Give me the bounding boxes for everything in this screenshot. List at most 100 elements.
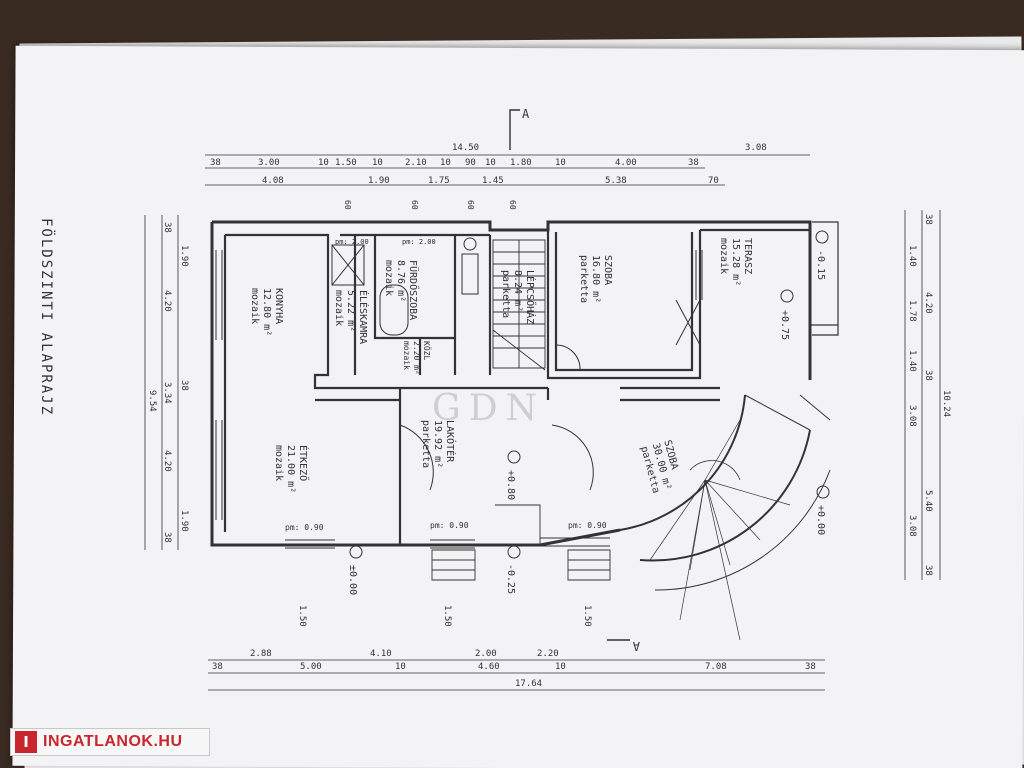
svg-text:1.50: 1.50 [335, 158, 357, 168]
svg-text:1.78: 1.78 [907, 300, 917, 322]
dims-top-row2: 4.08 1.90 1.75 1.45 5.38 70 [262, 176, 719, 186]
dims-top-row1: 38 3.00 10 1.50 10 2.10 10 90 10 1.80 10… [210, 158, 699, 168]
dims-entrances: 1.50 1.50 1.50 [297, 605, 592, 627]
svg-text:38: 38 [923, 565, 933, 576]
room-konyha: KONYHA 12.80 m² mozaik [249, 288, 284, 336]
svg-text:1.50: 1.50 [582, 605, 592, 627]
svg-text:2.10: 2.10 [405, 158, 427, 168]
svg-text:2.20 m²: 2.20 m² [412, 341, 421, 375]
room-kozl: KÖZL 2.20 m² mozaik [402, 341, 432, 375]
svg-text:10: 10 [440, 158, 451, 168]
level-lakoter: +0.80 [505, 470, 516, 500]
svg-text:38: 38 [923, 214, 933, 225]
dim-top-extra: 3.08 [745, 143, 767, 153]
dim-top-total: 14.50 [452, 143, 479, 153]
windows [215, 250, 703, 549]
window-note-2: pm: 0.90 [430, 521, 469, 530]
doors [399, 299, 701, 491]
svg-text:60: 60 [343, 200, 352, 210]
svg-text:mozaik: mozaik [273, 445, 284, 481]
svg-text:5.40: 5.40 [923, 490, 933, 512]
svg-text:1.50: 1.50 [297, 605, 307, 627]
ingatlanok-logo[interactable]: I INGATLANOK.HU [10, 728, 210, 756]
svg-text:2.88: 2.88 [250, 649, 272, 659]
svg-text:38: 38 [688, 158, 699, 168]
svg-text:10: 10 [555, 158, 566, 168]
window-note-1: pm: 0.90 [285, 523, 324, 532]
level-outside: ±0.00 [347, 565, 358, 595]
svg-text:KÖZL: KÖZL [422, 341, 432, 360]
svg-text:4.10: 4.10 [370, 649, 392, 659]
room-lepcsohaz: LÉPCSŐHÁZ 8.24 m² parketta [500, 270, 538, 324]
svg-text:38: 38 [805, 662, 816, 672]
svg-text:2.00: 2.00 [475, 649, 497, 659]
svg-text:LÉPCSŐHÁZ: LÉPCSŐHÁZ [524, 270, 538, 324]
svg-text:12.80 m²: 12.80 m² [261, 288, 272, 336]
svg-text:16.80 m²: 16.80 m² [590, 255, 601, 303]
dims-left: 9.54 38 1.90 4.20 3.34 38 4.20 1.90 38 [147, 222, 189, 543]
svg-text:19.92 m²: 19.92 m² [432, 420, 443, 468]
svg-text:SZOBA: SZOBA [602, 255, 613, 285]
svg-text:8.76 m²: 8.76 m² [395, 260, 406, 302]
svg-text:10: 10 [395, 662, 406, 672]
entrance-steps [431, 504, 611, 581]
svg-text:1.90: 1.90 [179, 245, 189, 267]
svg-text:4.00: 4.00 [615, 158, 637, 168]
level-entrance: -0.25 [505, 564, 516, 594]
room-szoba-1: SZOBA 16.80 m² parketta [578, 255, 613, 303]
svg-text:FÜRDŐSZOBA: FÜRDŐSZOBA [407, 260, 421, 320]
window-note-3: pm: 0.90 [568, 521, 607, 530]
svg-text:60: 60 [410, 200, 419, 210]
section-marker-top: A [522, 107, 530, 121]
svg-text:2.20: 2.20 [537, 649, 559, 659]
curved-bay [619, 394, 831, 641]
svg-text:3.34: 3.34 [162, 382, 172, 404]
svg-text:parketta: parketta [578, 255, 589, 303]
svg-text:1.80: 1.80 [510, 158, 532, 168]
svg-text:15.28 m²: 15.28 m² [730, 238, 741, 286]
svg-text:10: 10 [555, 662, 566, 672]
window-note-5: pm: 2.00 [402, 238, 436, 246]
svg-text:1.45: 1.45 [482, 176, 504, 186]
dims-bottom-row1: 2.88 4.10 2.00 2.20 [250, 649, 559, 659]
room-terasz: TERASZ 15.28 m² mozaik [718, 238, 753, 286]
svg-text:10: 10 [318, 158, 329, 168]
room-szoba-2: SZOBA 30.00 m² parketta [638, 439, 680, 495]
svg-text:8.24 m²: 8.24 m² [512, 270, 523, 312]
svg-text:parketta: parketta [420, 420, 431, 468]
staircase [492, 239, 546, 371]
svg-text:38: 38 [210, 158, 221, 168]
svg-text:4.08: 4.08 [262, 176, 284, 186]
house-logo-icon: I [15, 731, 37, 753]
svg-text:4.20: 4.20 [162, 290, 172, 312]
level-markers [349, 230, 830, 559]
bath-fixtures [331, 237, 479, 336]
svg-text:1.50: 1.50 [442, 605, 452, 627]
svg-text:mozaik: mozaik [249, 288, 260, 324]
svg-text:1.75: 1.75 [428, 176, 450, 186]
svg-text:LAKÓTÉR: LAKÓTÉR [444, 420, 457, 463]
level-terasz: +0.75 [779, 310, 790, 340]
svg-text:3.08: 3.08 [907, 515, 917, 537]
room-furdoszoba: FÜRDŐSZOBA 8.76 m² mozaik [383, 260, 421, 320]
svg-text:1.90: 1.90 [368, 176, 390, 186]
svg-text:KONYHA: KONYHA [273, 288, 284, 324]
svg-text:38: 38 [162, 222, 172, 233]
svg-text:38: 38 [162, 532, 172, 543]
window-note-4: pm: 2.00 [335, 238, 369, 246]
logo-text: INGATLANOK.HU [43, 733, 183, 750]
svg-text:1.90: 1.90 [179, 510, 189, 532]
svg-text:mozaik: mozaik [333, 290, 344, 326]
svg-text:60: 60 [508, 200, 517, 210]
plan-title: FÖLDSZINTI ALAPRAJZ [38, 218, 56, 416]
svg-text:4.60: 4.60 [478, 662, 500, 672]
svg-text:5.00: 5.00 [300, 662, 322, 672]
svg-text:TERASZ: TERASZ [742, 238, 753, 274]
svg-text:5.22 m²: 5.22 m² [345, 290, 356, 332]
svg-text:5.38: 5.38 [605, 176, 627, 186]
dims-bottom-row2: 38 5.00 10 4.60 10 7.08 38 [212, 662, 816, 672]
svg-text:60: 60 [466, 200, 475, 210]
svg-text:1.40: 1.40 [907, 350, 917, 372]
terrace-edge [810, 221, 839, 336]
